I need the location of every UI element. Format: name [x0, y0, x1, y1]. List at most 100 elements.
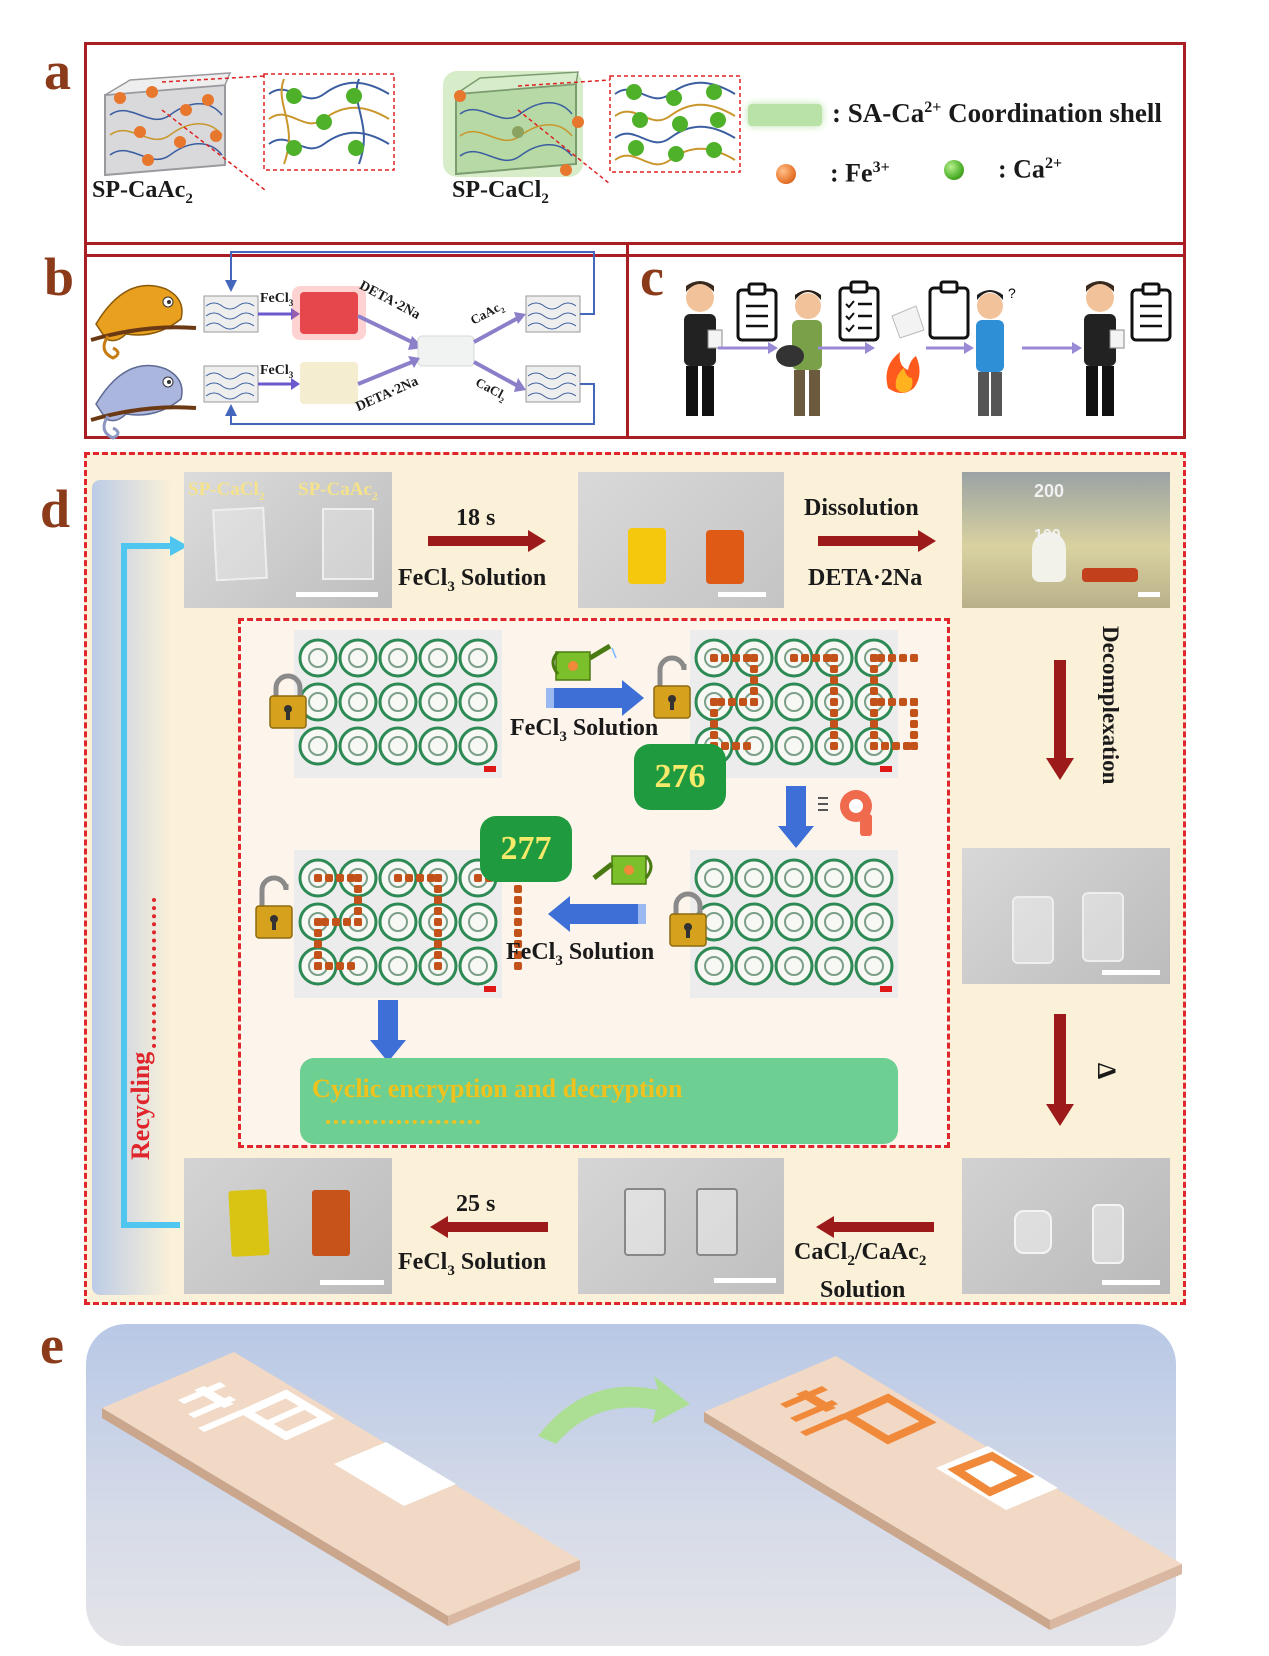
badge-inner — [704, 868, 724, 888]
code-pixel — [710, 709, 718, 717]
code-pixel — [743, 742, 751, 750]
code-276-badge: 276 — [634, 744, 726, 810]
d-step6-time: 25 s — [456, 1191, 496, 1217]
legend-coordination-shell: : SA-Ca2+ Coordination shell — [832, 98, 1162, 128]
badge-inner — [388, 912, 408, 932]
panel-c-diagram: ? — [684, 280, 1172, 416]
code-pixel — [336, 962, 344, 970]
code-pixel — [325, 874, 333, 882]
badge-inner — [864, 868, 884, 888]
badge-inner — [784, 736, 804, 756]
badge-inner — [348, 736, 368, 756]
code-pixel — [830, 709, 838, 717]
watering-can-icon-2 — [592, 854, 653, 885]
badge-inner — [744, 912, 764, 932]
clipboard-icon — [736, 282, 778, 342]
badge-inner — [348, 692, 368, 712]
badge-circle — [458, 638, 498, 678]
inner-arrow2-label: FeCl3 Solution — [506, 939, 655, 969]
d-step1-time: 18 s — [456, 505, 496, 531]
code-pixel — [910, 709, 918, 717]
badge-circle — [734, 726, 774, 766]
code-pixel — [910, 731, 918, 739]
gel-block-cacl2-icon — [443, 71, 611, 185]
badge-circle — [854, 902, 894, 942]
chameleon-blue-icon — [90, 364, 197, 440]
badge-inner — [388, 648, 408, 668]
code-pixel — [721, 654, 729, 662]
lock-open-icon — [653, 655, 691, 719]
d-step2-top: Dissolution — [804, 495, 919, 521]
code-pixel — [347, 962, 355, 970]
code-pixel — [321, 918, 329, 926]
code-pixel — [427, 874, 435, 882]
code-pixel — [710, 731, 718, 739]
d-step2-bottom: DETA·2Na — [808, 565, 923, 591]
scale-mark — [484, 986, 496, 992]
person-with-clipboard-icon — [684, 281, 723, 416]
ca-ion-swatch — [944, 160, 964, 180]
grid-photo-locked-1 — [294, 630, 502, 778]
badge-inner — [824, 956, 844, 976]
arrow-dissolution — [818, 530, 936, 552]
watering-can-icon — [551, 643, 617, 681]
badge-circle — [774, 902, 814, 942]
d-label-cacl2: SP-CaCl2 — [188, 479, 265, 503]
svg-text:?: ? — [1008, 285, 1016, 301]
code-pixel — [325, 962, 333, 970]
code-pixel — [899, 698, 907, 706]
code-pixel — [732, 742, 740, 750]
code-pixel — [870, 687, 878, 695]
scale-mark — [880, 766, 892, 772]
badge-circle — [458, 726, 498, 766]
code-pixel — [870, 676, 878, 684]
badge-circle — [458, 902, 498, 942]
confused-person-icon: ? — [976, 285, 1016, 416]
arrow-18s — [428, 530, 546, 552]
badge-inner — [428, 648, 448, 668]
badge-inner — [784, 692, 804, 712]
cyclic-box — [300, 1058, 898, 1144]
code-pixel — [728, 698, 736, 706]
code-pixel — [750, 687, 758, 695]
photo-beaker: 200 100 — [962, 472, 1170, 608]
panel-label-e: e — [40, 1315, 64, 1375]
code-pixel — [347, 874, 355, 882]
badge-inner — [388, 692, 408, 712]
d-step6-solution: FeCl3 Solution — [398, 1249, 547, 1279]
badge-circle — [378, 902, 418, 942]
coordination-shell-swatch — [748, 104, 822, 126]
badge-inner — [428, 692, 448, 712]
code-pixel — [877, 654, 885, 662]
code-pixel — [416, 874, 424, 882]
badge-inner — [704, 956, 724, 976]
badge-inner — [388, 956, 408, 976]
code-pixel — [314, 951, 322, 959]
grid-photo-276 — [690, 630, 918, 778]
gel-block-caac2-icon — [104, 72, 266, 191]
code-pixel — [514, 962, 522, 970]
code-pixel — [514, 907, 522, 915]
recycling-band — [92, 480, 172, 1295]
code-pixel — [870, 654, 878, 662]
badge-inner — [864, 912, 884, 932]
code-pixel — [354, 885, 362, 893]
code-pixel — [336, 874, 344, 882]
scale-mark — [880, 986, 892, 992]
badge-inner — [388, 736, 408, 756]
photo-clear-gels-2 — [962, 1158, 1170, 1294]
code-pixel — [870, 709, 878, 717]
photo-colored-gels — [578, 472, 784, 608]
badge-circle — [854, 946, 894, 986]
badge-circle — [418, 726, 458, 766]
badge-circle — [338, 946, 378, 986]
code-pixel — [870, 665, 878, 673]
badge-circle — [378, 682, 418, 722]
blue-arrow-right — [546, 680, 644, 716]
code-pixel — [881, 742, 889, 750]
code-pixel — [823, 654, 831, 662]
badge-circle — [378, 946, 418, 986]
lock-open-icon-2 — [255, 875, 293, 939]
zoom-network-caac2-icon — [263, 73, 395, 171]
badge-inner — [468, 692, 488, 712]
